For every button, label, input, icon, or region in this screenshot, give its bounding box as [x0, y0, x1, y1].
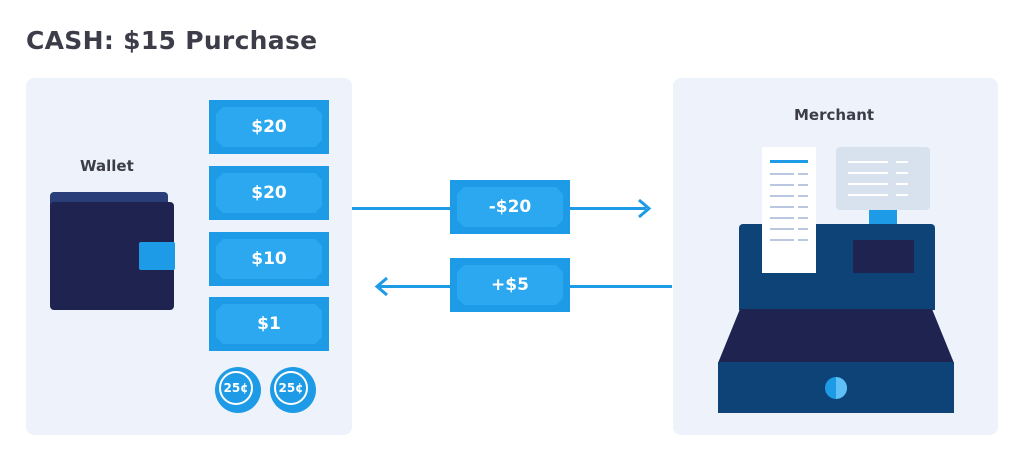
bill-1: $1 — [209, 297, 329, 351]
receipt-line — [798, 206, 808, 208]
coin-quarter-first: 25¢ — [215, 367, 261, 413]
payment-amount: -$20 — [488, 197, 532, 217]
change-arrow-line-left — [378, 285, 452, 288]
bill-inner — [216, 304, 322, 344]
bill-value: $1 — [257, 314, 281, 334]
register-keyboard — [718, 309, 954, 363]
bill-20-second: $20 — [209, 166, 329, 220]
display-line — [848, 161, 888, 163]
payment-arrow-line-right — [568, 207, 646, 210]
bill-20-first: $20 — [209, 100, 329, 154]
receipt-line — [798, 217, 808, 219]
wallet-clasp — [139, 242, 175, 270]
register-display-stem — [869, 210, 897, 224]
merchant-label: Merchant — [794, 106, 875, 124]
display-line — [896, 161, 908, 163]
register-screen — [853, 240, 914, 273]
arrow-left-icon — [374, 276, 388, 297]
display-line — [896, 194, 908, 196]
payment-arrow-line-left — [352, 207, 452, 210]
drawer-knob-icon — [825, 377, 847, 399]
register-display — [836, 147, 930, 210]
change-arrow-line-right — [568, 285, 672, 288]
change-bill: +$5 — [450, 258, 570, 312]
receipt-line — [770, 195, 794, 197]
receipt-line — [770, 184, 794, 186]
receipt-line — [798, 184, 808, 186]
display-line — [848, 183, 888, 185]
receipt-line — [798, 195, 808, 197]
bill-inner — [216, 239, 322, 279]
receipt-line — [770, 228, 794, 230]
coin-value: 25¢ — [219, 371, 253, 405]
display-line — [896, 183, 908, 185]
wallet-label: Wallet — [80, 157, 134, 175]
bill-inner — [216, 107, 322, 147]
bill-value: $20 — [251, 183, 287, 203]
change-amount: +$5 — [491, 275, 529, 295]
display-line — [848, 194, 888, 196]
bill-value: $10 — [251, 249, 287, 269]
diagram-title: CASH: $15 Purchase — [26, 26, 318, 55]
receipt-icon — [762, 147, 816, 273]
display-line — [848, 172, 888, 174]
receipt-line — [770, 206, 794, 208]
bill-inner — [457, 265, 563, 305]
bill-inner — [457, 187, 563, 227]
coin-value: 25¢ — [274, 371, 308, 405]
display-line — [896, 172, 908, 174]
coin-quarter-second: 25¢ — [270, 367, 316, 413]
receipt-line — [798, 239, 808, 241]
bill-10: $10 — [209, 232, 329, 286]
bill-value: $20 — [251, 117, 287, 137]
receipt-line — [798, 228, 808, 230]
receipt-header-line — [770, 160, 808, 163]
bill-inner — [216, 173, 322, 213]
receipt-line — [798, 173, 808, 175]
payment-bill: -$20 — [450, 180, 570, 234]
receipt-line — [770, 173, 794, 175]
receipt-line — [770, 239, 794, 241]
receipt-line — [770, 217, 794, 219]
arrow-right-icon — [638, 198, 652, 219]
